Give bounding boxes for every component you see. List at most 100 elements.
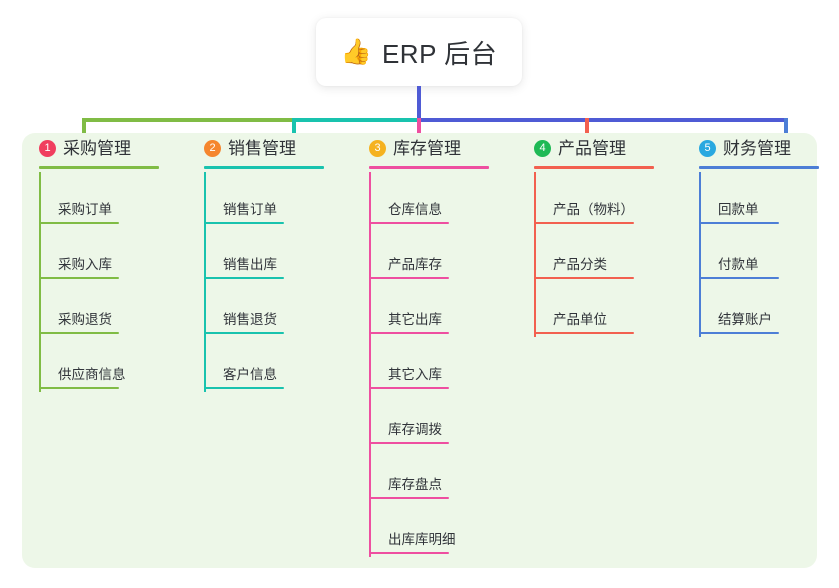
list-item-underline: [369, 277, 449, 279]
list-item-label: 产品（物料）: [553, 201, 634, 217]
list-item-label: 销售订单: [223, 201, 277, 217]
category-title: 采购管理: [63, 138, 131, 158]
list-item-underline: [204, 222, 284, 224]
list-item-label: 采购入库: [58, 256, 112, 272]
category-underline: [204, 166, 324, 169]
root-title: ERP 后台: [381, 38, 498, 69]
list-item[interactable]: 回款单: [682, 169, 822, 224]
category-column-5: 5 财务管理 回款单 付款单 结算账户: [682, 133, 822, 337]
category-number-badge-2: 2: [204, 139, 221, 157]
category-title: 销售管理: [228, 138, 296, 158]
list-item-underline: [369, 387, 449, 389]
connector-bus-segment: [417, 118, 788, 122]
list-item-underline: [369, 222, 449, 224]
list-item-underline: [369, 497, 449, 499]
list-item[interactable]: 结算账户: [682, 279, 822, 334]
list-item[interactable]: 产品分类: [517, 224, 672, 279]
category-rail: [39, 172, 41, 392]
category-number-badge-4: 4: [534, 139, 551, 157]
category-column-4: 4 产品管理 产品（物料） 产品分类 产品单位: [517, 133, 672, 337]
list-item-underline: [204, 277, 284, 279]
list-item-label: 采购退货: [58, 311, 112, 327]
list-item[interactable]: 其它出库: [352, 279, 507, 334]
category-title: 财务管理: [723, 138, 791, 158]
category-title: 产品管理: [558, 138, 626, 158]
list-item-underline: [204, 387, 284, 389]
list-item-underline: [534, 332, 634, 334]
thumbs-up-icon: 👍: [340, 37, 372, 66]
category-underline: [369, 166, 489, 169]
category-rail: [699, 172, 701, 337]
list-item-underline: [39, 387, 119, 389]
category-underline: [39, 166, 159, 169]
list-item-underline: [369, 442, 449, 444]
category-header[interactable]: 4 产品管理: [517, 133, 672, 163]
list-item-label: 其它出库: [388, 311, 442, 327]
list-item[interactable]: 客户信息: [187, 334, 342, 389]
category-item-list: 采购订单 采购入库 采购退货 供应商信息: [22, 169, 177, 389]
category-header[interactable]: 2 销售管理: [187, 133, 342, 163]
category-header[interactable]: 5 财务管理: [682, 133, 822, 163]
list-item[interactable]: 库存调拨: [352, 389, 507, 444]
list-item[interactable]: 采购入库: [22, 224, 177, 279]
category-underline: [534, 166, 654, 169]
category-column-1: 1 采购管理 采购订单 采购入库 采购退货 供应商信息: [22, 133, 177, 392]
list-item-underline: [369, 332, 449, 334]
list-item[interactable]: 仓库信息: [352, 169, 507, 224]
list-item[interactable]: 出库库明细: [352, 499, 507, 554]
list-item-underline: [369, 552, 449, 554]
category-title: 库存管理: [393, 138, 461, 158]
connector-bus-segment: [295, 118, 419, 122]
category-rail: [369, 172, 371, 557]
list-item-underline: [534, 277, 634, 279]
list-item[interactable]: 产品（物料）: [517, 169, 672, 224]
category-rail: [534, 172, 536, 337]
category-item-list: 回款单 付款单 结算账户: [682, 169, 822, 334]
list-item[interactable]: 产品单位: [517, 279, 672, 334]
list-item-label: 仓库信息: [388, 201, 442, 217]
list-item-label: 结算账户: [718, 311, 772, 327]
list-item-label: 产品分类: [553, 256, 607, 272]
list-item-label: 库存盘点: [388, 476, 442, 492]
category-number-badge-3: 3: [369, 139, 386, 157]
diagram-panel: [22, 133, 817, 568]
category-column-3: 3 库存管理 仓库信息 产品库存 其它出库 其它入库 库存调拨 库存盘点 出库库…: [352, 133, 507, 557]
category-item-list: 产品（物料） 产品分类 产品单位: [517, 169, 672, 334]
list-item-label: 产品单位: [553, 311, 607, 327]
list-item[interactable]: 销售出库: [187, 224, 342, 279]
list-item[interactable]: 销售退货: [187, 279, 342, 334]
list-item-label: 回款单: [718, 201, 759, 217]
list-item-label: 销售退货: [223, 311, 277, 327]
list-item[interactable]: 采购退货: [22, 279, 177, 334]
list-item[interactable]: 产品库存: [352, 224, 507, 279]
list-item-underline: [39, 332, 119, 334]
category-number-badge-1: 1: [39, 139, 56, 157]
list-item-underline: [39, 277, 119, 279]
category-header[interactable]: 3 库存管理: [352, 133, 507, 163]
list-item-label: 采购订单: [58, 201, 112, 217]
list-item-label: 客户信息: [223, 366, 277, 382]
category-item-list: 销售订单 销售出库 销售退货 客户信息: [187, 169, 342, 389]
list-item[interactable]: 采购订单: [22, 169, 177, 224]
category-number-badge-5: 5: [699, 139, 716, 157]
category-rail: [204, 172, 206, 392]
category-header[interactable]: 1 采购管理: [22, 133, 177, 163]
list-item-label: 产品库存: [388, 256, 442, 272]
connector-bus-segment: [82, 118, 295, 122]
list-item[interactable]: 销售订单: [187, 169, 342, 224]
category-item-list: 仓库信息 产品库存 其它出库 其它入库 库存调拨 库存盘点 出库库明细: [352, 169, 507, 554]
list-item-underline: [204, 332, 284, 334]
list-item[interactable]: 供应商信息: [22, 334, 177, 389]
list-item[interactable]: 付款单: [682, 224, 822, 279]
list-item-label: 供应商信息: [58, 366, 126, 382]
list-item-underline: [534, 222, 634, 224]
list-item-underline: [699, 332, 779, 334]
list-item-label: 库存调拨: [388, 421, 442, 437]
list-item-underline: [699, 222, 779, 224]
list-item[interactable]: 库存盘点: [352, 444, 507, 499]
list-item-label: 出库库明细: [388, 531, 456, 547]
list-item-label: 付款单: [718, 256, 759, 272]
list-item[interactable]: 其它入库: [352, 334, 507, 389]
root-node[interactable]: 👍 ERP 后台: [316, 18, 522, 86]
list-item-label: 销售出库: [223, 256, 277, 272]
